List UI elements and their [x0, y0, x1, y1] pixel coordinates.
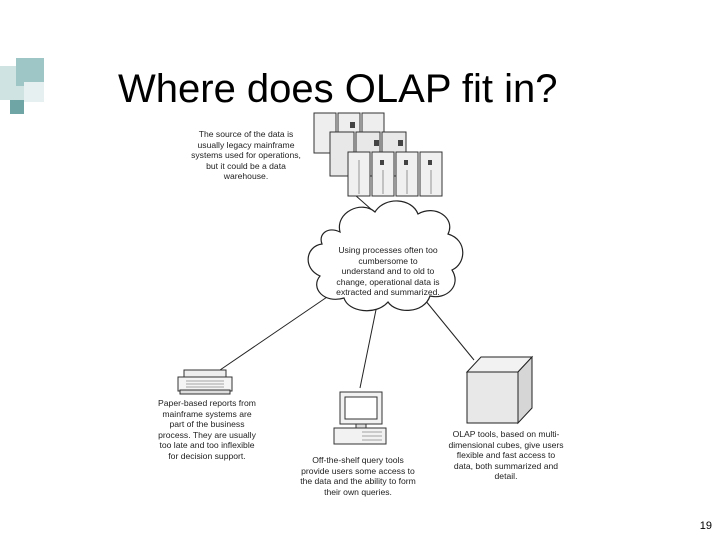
printer-icon	[177, 369, 233, 395]
computer-caption: Off-the-shelf query tools provide users …	[300, 455, 416, 497]
computer-icon	[333, 391, 387, 445]
connector-cloud-printer	[219, 294, 331, 371]
source-caption: The source of the data is usually legacy…	[191, 129, 301, 182]
connector-cloud-cube	[424, 299, 475, 361]
connector-lines	[219, 194, 475, 389]
cloud-icon	[307, 200, 464, 312]
connector-source-cloud	[354, 194, 373, 211]
cube-icon	[465, 355, 534, 425]
page-number: 19	[699, 520, 712, 532]
printer-caption: Paper-based reports from mainframe syste…	[158, 398, 256, 461]
process-caption: Using processes often too cumbersome to …	[336, 245, 440, 298]
mainframe-servers-icon	[313, 112, 443, 197]
connector-cloud-computer	[359, 299, 379, 389]
slide-title: Where does OLAP fit in?	[118, 66, 558, 111]
cube-caption: OLAP tools, based on multi- dimensional …	[448, 429, 564, 482]
